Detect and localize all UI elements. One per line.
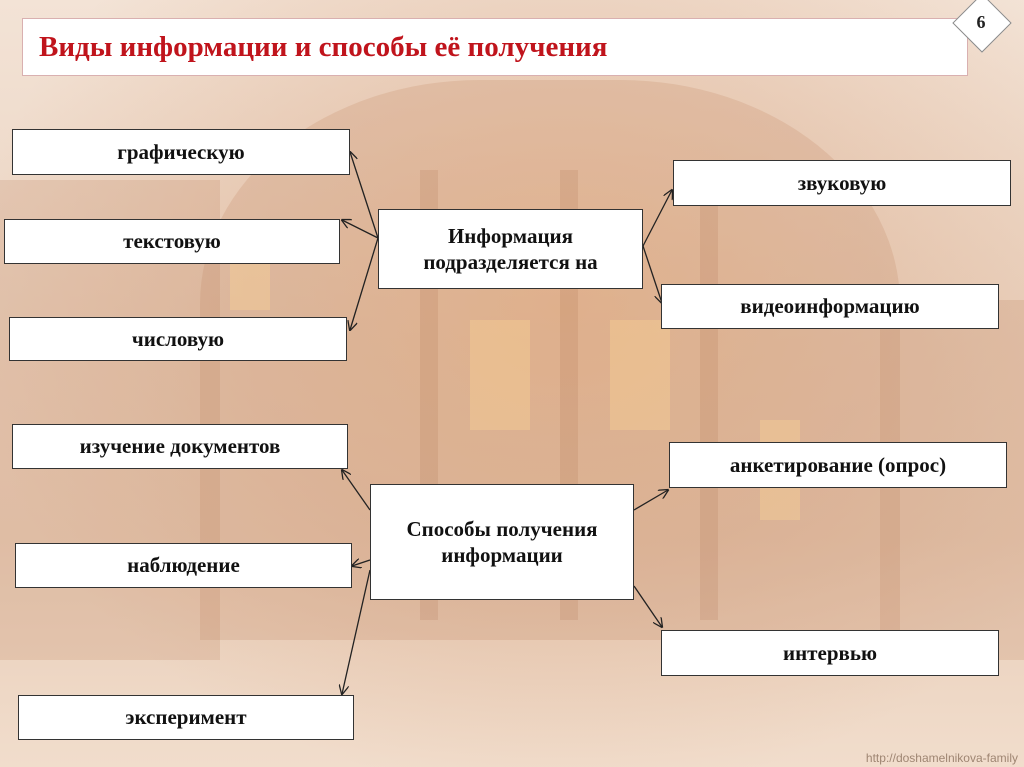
info-type-label: видеоинформацию <box>740 294 920 319</box>
slide-title-box: Виды информации и способы её получения <box>22 18 968 76</box>
info-type-audio: звуковую <box>673 160 1011 206</box>
arrow-to-documents <box>342 470 371 511</box>
arrow-to-survey <box>633 490 668 511</box>
watermark-url: http://doshamelnikova-family <box>865 751 1018 765</box>
method-label: анкетирование (опрос) <box>729 452 947 477</box>
arrow-to-text <box>342 220 379 239</box>
arrow-to-audio <box>642 190 672 247</box>
info-type-graphic: графическую <box>12 129 350 175</box>
slide-title: Виды информации и способы её получения <box>39 30 608 63</box>
arrow-to-observation <box>352 560 371 566</box>
page-number: 6 <box>976 11 986 32</box>
method-label: интервью <box>782 640 877 665</box>
info-type-label: числовую <box>131 326 225 351</box>
arrow-to-graphic <box>350 152 379 239</box>
method-documents: изучение документов <box>12 424 348 469</box>
arrow-to-interview <box>633 585 662 627</box>
info-center-label: Информация подразделяется на <box>423 223 598 274</box>
method-survey: анкетирование (опрос) <box>669 442 1007 488</box>
methods-center-label: Способы получения информации <box>406 516 598 567</box>
methods-center-box: Способы получения информации <box>370 484 634 600</box>
method-observation: наблюдение <box>15 543 352 588</box>
info-type-video: видеоинформацию <box>661 284 999 329</box>
info-type-label: текстовую <box>123 229 221 254</box>
method-label: наблюдение <box>127 553 240 578</box>
arrow-to-numeric <box>350 237 379 330</box>
method-label: изучение документов <box>79 434 281 459</box>
info-center-box: Информация подразделяется на <box>378 209 643 289</box>
info-type-label: звуковую <box>797 170 887 195</box>
method-interview: интервью <box>661 630 999 676</box>
method-label: эксперимент <box>125 705 247 730</box>
arrow-to-experiment <box>342 569 371 694</box>
arrow-to-video <box>642 245 662 303</box>
method-experiment: эксперимент <box>18 695 354 740</box>
info-type-numeric: числовую <box>9 317 347 361</box>
info-type-label: графическую <box>117 139 245 164</box>
info-type-text: текстовую <box>4 219 340 264</box>
